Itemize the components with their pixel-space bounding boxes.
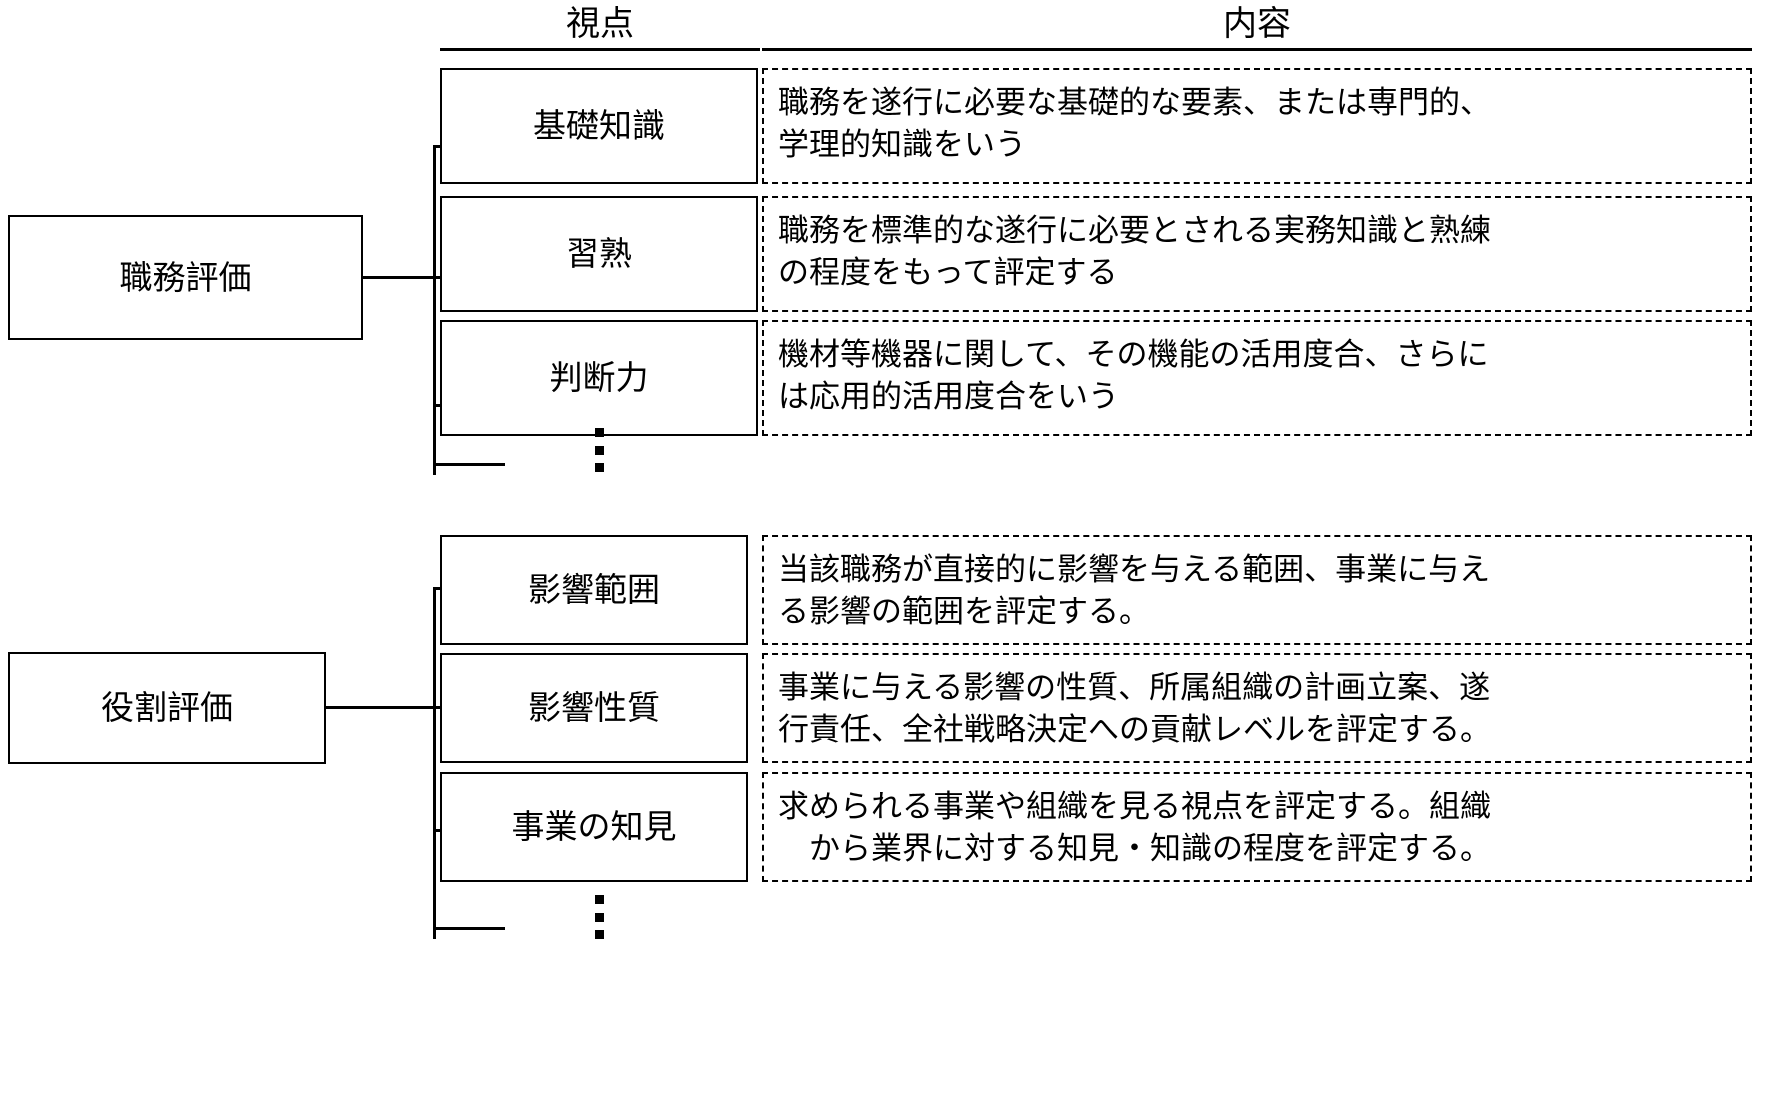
dot — [594, 463, 604, 472]
root-box-job-evaluation[interactable]: 職務評価 — [8, 215, 363, 340]
content-box-group2-row2[interactable]: 事業に与える影響の性質、所属組織の計画立案、遂 行責任、全社戦略決定への貢献レベ… — [762, 653, 1752, 763]
content-line: 求められる事業や組織を見る視点を評定する。組織 — [778, 789, 1491, 825]
column-header-content: 内容 — [1223, 4, 1291, 44]
content-line: 学理的知識をいう — [778, 127, 1026, 164]
content-box-group1-row2[interactable]: 職務を標準的な遂行に必要とされる実務知識と熟練 の程度をもって評定する — [762, 196, 1752, 312]
column-header-content-rule — [762, 48, 1752, 51]
continuation-dots-group2 — [594, 895, 604, 939]
connector-root-stem-group1 — [363, 276, 435, 279]
content-line: 行責任、全社戦略決定への貢献レベルを評定する。 — [778, 712, 1491, 749]
viewpoint-box-group2-row3[interactable]: 事業の知見 — [440, 772, 748, 882]
dot — [594, 912, 604, 922]
dot — [594, 895, 604, 904]
content-box-group2-row3[interactable]: 求められる事業や組織を見る視点を評定する。組織 から業界に対する知見・知識の程度… — [762, 772, 1752, 882]
viewpoint-box-group2-row1[interactable]: 影響範囲 — [440, 535, 748, 645]
content-line: 当該職務が直接的に影響を与える範囲、事業に与え — [778, 552, 1491, 588]
column-header-viewpoint: 視点 — [566, 4, 634, 44]
viewpoint-box-group1-row1[interactable]: 基礎知識 — [440, 68, 758, 184]
viewpoint-box-group1-row3[interactable]: 判断力 — [440, 320, 758, 436]
viewpoint-box-group2-row2[interactable]: 影響性質 — [440, 653, 748, 763]
content-box-group1-row3[interactable]: 機材等機器に関して、その機能の活用度合、さらに は応用的活用度合をいう — [762, 320, 1752, 436]
content-line: の程度をもって評定する — [778, 255, 1118, 292]
content-box-group2-row1[interactable]: 当該職務が直接的に影響を与える範囲、事業に与え る影響の範囲を評定する。 — [762, 535, 1752, 645]
content-line: る影響の範囲を評定する。 — [778, 594, 1150, 631]
content-line: 機材等機器に関して、その機能の活用度合、さらに — [778, 337, 1489, 373]
viewpoint-box-group1-row2[interactable]: 習熟 — [440, 196, 758, 312]
dot — [594, 930, 604, 939]
connector-trunk-group2 — [433, 587, 436, 939]
root-box-role-evaluation[interactable]: 役割評価 — [8, 652, 326, 764]
content-line: は応用的活用度合をいう — [778, 379, 1119, 416]
content-line: 職務を標準的な遂行に必要とされる実務知識と熟練 — [778, 213, 1491, 249]
content-line: から業界に対する知見・知識の程度を評定する。 — [778, 831, 1491, 868]
connector-branch-group1-continuation — [433, 463, 505, 466]
dot — [594, 445, 604, 455]
content-line: 事業に与える影響の性質、所属組織の計画立案、遂 — [778, 670, 1491, 706]
content-line: 職務を遂行に必要な基礎的な要素、または専門的、 — [778, 85, 1491, 121]
column-header-viewpoint-rule — [440, 48, 760, 51]
connector-root-stem-group2 — [326, 706, 434, 709]
connector-trunk-group1 — [433, 145, 436, 475]
dot — [594, 428, 604, 437]
content-box-group1-row1[interactable]: 職務を遂行に必要な基礎的な要素、または専門的、 学理的知識をいう — [762, 68, 1752, 184]
continuation-dots-group1 — [594, 428, 604, 472]
connector-branch-group2-continuation — [433, 927, 505, 930]
